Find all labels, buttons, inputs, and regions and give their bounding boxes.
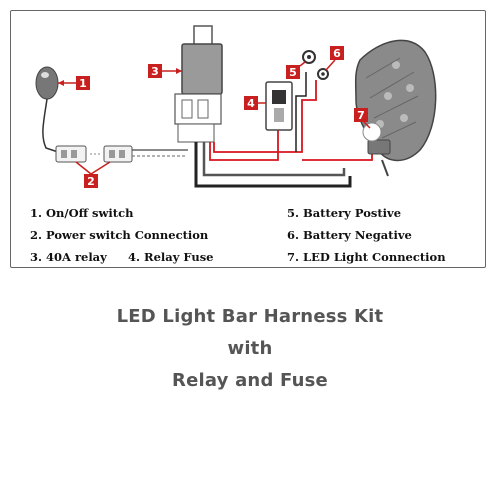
led-positive-wire xyxy=(302,150,373,161)
caption-line-3: Relay and Fuse xyxy=(172,370,328,391)
callout-3-label: 3 xyxy=(151,65,159,78)
callout-3: 3 xyxy=(148,64,182,78)
callout-2-label: 2 xyxy=(87,175,95,188)
legend-item-1: 1. On/Off switch xyxy=(30,206,134,220)
callout-4-label: 4 xyxy=(247,97,255,110)
callout-4: 4 xyxy=(244,96,266,110)
relay-fuse-holder xyxy=(265,81,293,131)
legend-item-4: 4. Relay Fuse xyxy=(128,250,214,264)
caption-line-1: LED Light Bar Harness Kit xyxy=(116,306,384,327)
legend-item-7: 7. LED Light Connection xyxy=(287,250,446,264)
relay-40a xyxy=(174,25,223,143)
caption-line-2: with xyxy=(227,338,273,359)
battery-negative-terminal xyxy=(317,68,329,80)
power-switch-connector xyxy=(55,145,133,163)
switch-wire xyxy=(42,98,59,153)
legend-item-2: 2. Power switch Connection xyxy=(30,228,209,242)
fuse-wire xyxy=(209,130,279,161)
led-light xyxy=(354,39,437,177)
battery-positive-terminal xyxy=(302,50,316,64)
ground-wire xyxy=(194,142,352,188)
legend-item-5: 5. Battery Postive xyxy=(287,206,402,220)
callout-2: 2 xyxy=(75,161,111,188)
callout-6: 6 xyxy=(325,46,344,71)
callout-7: 7 xyxy=(354,108,371,129)
callout-5: 5 xyxy=(286,61,306,79)
callout-1: 1 xyxy=(58,76,90,90)
on-off-switch xyxy=(35,66,59,100)
callout-6-label: 6 xyxy=(333,47,341,60)
legend-item-3: 3. 40A relay xyxy=(30,250,107,264)
legend-item-6: 6. Battery Negative xyxy=(287,228,412,242)
battery-positive-wire xyxy=(213,80,317,153)
battery-negative-wire xyxy=(295,72,307,152)
callout-1-label: 1 xyxy=(79,77,87,90)
callout-7-label: 7 xyxy=(357,109,365,122)
callout-5-label: 5 xyxy=(289,66,297,79)
